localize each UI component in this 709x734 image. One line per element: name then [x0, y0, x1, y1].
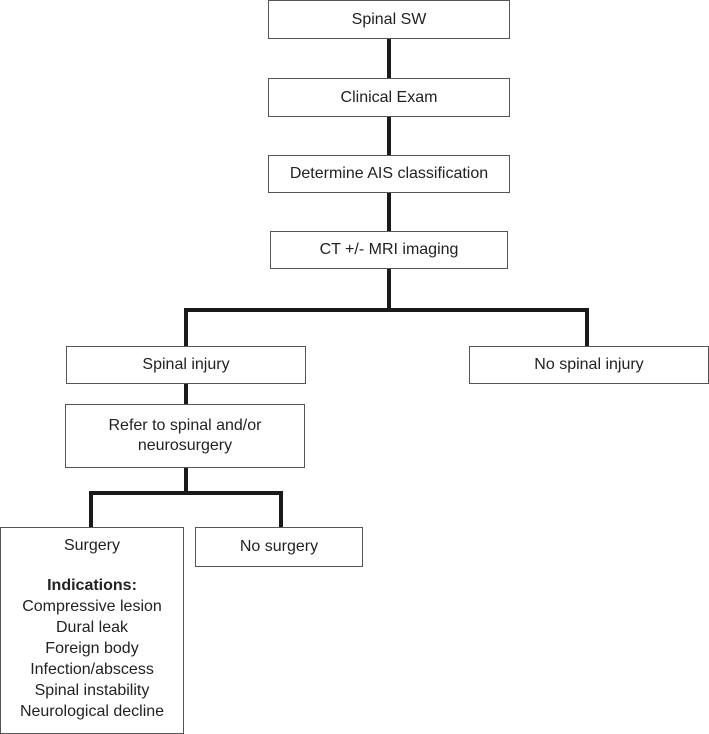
indication-item: Neurological decline [19, 703, 165, 720]
refer-label: Refer to spinal and/or neurosurgery [108, 417, 262, 454]
imaging-label: CT +/- MRI imaging [319, 241, 459, 258]
indication-item: Infection/abscess [30, 661, 154, 678]
surgery-box: Surgery Indications: Compressive lesion … [0, 527, 184, 734]
clinical-exam-label: Clinical Exam [340, 88, 438, 106]
indication-item: Dural leak [55, 619, 129, 636]
spinal-sw-label: Spinal SW [351, 10, 427, 28]
spinal-sw-box: Spinal SW [268, 0, 510, 39]
no-spinal-injury-box: No spinal injury [469, 346, 709, 384]
surgery-label: Surgery [63, 537, 121, 554]
no-spinal-injury-label: No spinal injury [534, 356, 644, 373]
no-surgery-label: No surgery [239, 538, 319, 555]
indications-heading: Indications: [47, 577, 137, 594]
spinal-injury-label: Spinal injury [142, 356, 230, 373]
imaging-box: CT +/- MRI imaging [270, 231, 508, 269]
indication-item: Spinal instability [34, 682, 150, 699]
indication-item: Foreign body [45, 640, 139, 657]
spinal-injury-box: Spinal injury [66, 346, 306, 384]
no-surgery-box: No surgery [195, 527, 363, 567]
determine-ais-box: Determine AIS classification [268, 155, 510, 193]
indication-item: Compressive lesion [22, 598, 162, 615]
determine-ais-label: Determine AIS classification [289, 165, 489, 182]
clinical-exam-box: Clinical Exam [268, 78, 510, 117]
refer-box: Refer to spinal and/or neurosurgery [65, 404, 305, 468]
